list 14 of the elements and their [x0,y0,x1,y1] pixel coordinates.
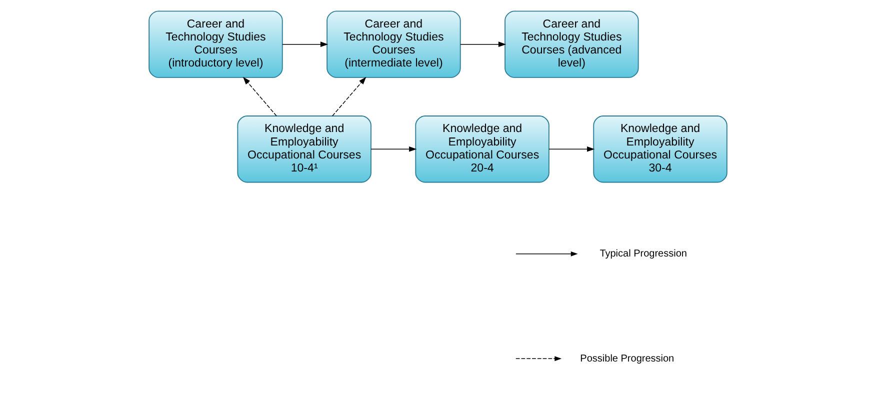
node-box: Career and Technology Studies Courses (advanced level) [504,10,638,78]
arrow [370,146,416,152]
node-box: Career and Technology Studies Courses (introductory level) [148,10,282,78]
node-box: Knowledge and Employability Occupational Courses 10-4¹ [236,116,371,183]
legend-label: Typical Progression [599,248,686,260]
legend-label: Possible Progression [580,353,674,364]
node-box: Knowledge and Employability Occupational Courses 20-4 [414,116,549,183]
arrow [331,76,366,116]
arrow [548,146,594,152]
arrow [242,76,276,116]
node-box: Knowledge and Employability Occupational Courses 30-4 [592,116,727,183]
node-box: Career and Technology Studies Courses (intermediate level) [326,10,460,78]
arrow [460,42,506,48]
arrow [282,42,328,48]
